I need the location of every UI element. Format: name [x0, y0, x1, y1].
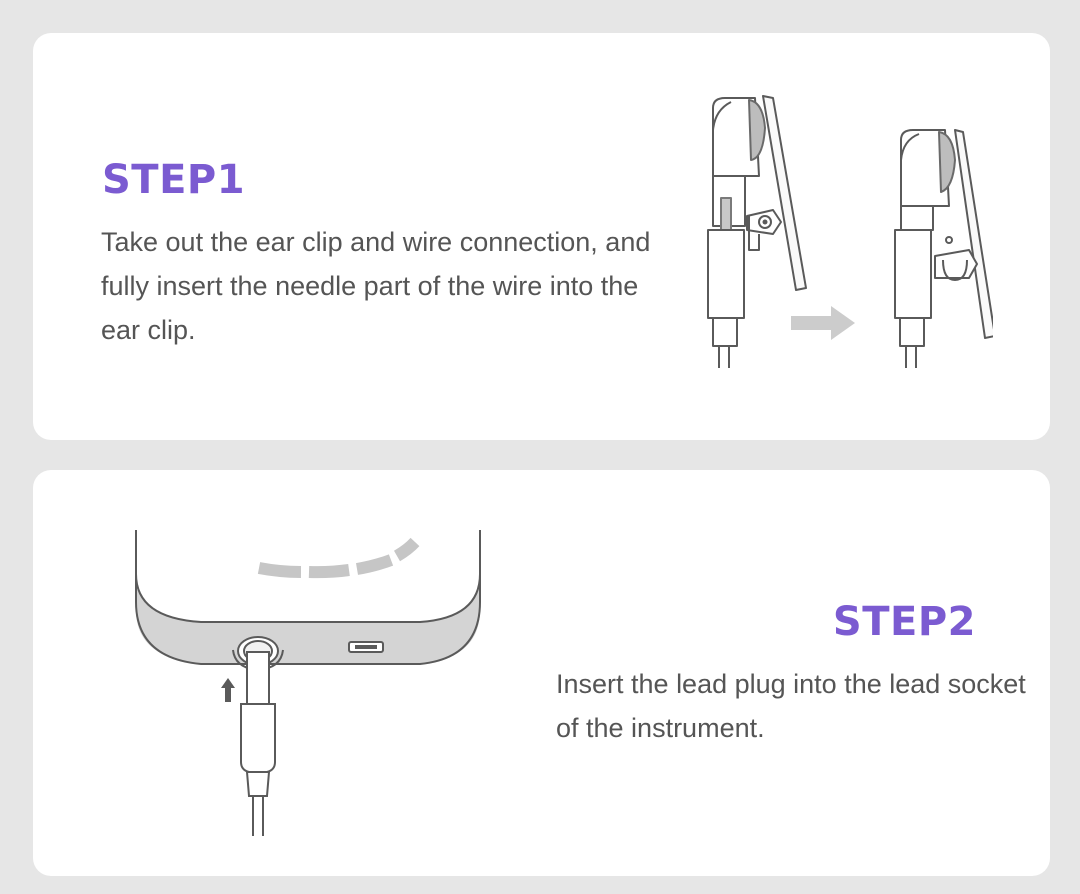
arrow-right-icon	[791, 306, 855, 340]
ear-clip-illustration	[707, 95, 993, 368]
lead-plug	[240, 651, 276, 836]
step2-card: STEP2 Insert the lead plug into the lead…	[33, 470, 1050, 876]
arrow-up-icon	[221, 678, 235, 702]
ear-clip-after	[894, 129, 993, 368]
step2-description: Insert the lead plug into the lead socke…	[556, 669, 1026, 743]
instrument-body	[135, 530, 481, 665]
step1-title: STEP1	[102, 157, 246, 203]
step2-title: STEP2	[832, 599, 976, 645]
step1-description: Take out the ear clip and wire connectio…	[101, 227, 651, 345]
step1-card: STEP1 Take out the ear clip and wire con…	[33, 33, 1050, 440]
instrument-socket-illustration	[135, 530, 481, 836]
ear-clip-before	[707, 95, 807, 368]
